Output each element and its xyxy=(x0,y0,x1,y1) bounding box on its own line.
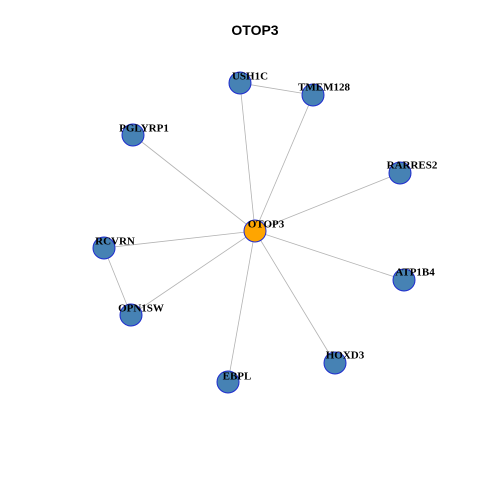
edge-otop3-rarres2 xyxy=(254,172,401,232)
edge-rcvrn-opn1sw xyxy=(103,247,132,316)
node-label-ush1c: USH1C xyxy=(232,71,268,83)
edge-otop3-pglyrp1 xyxy=(132,134,256,232)
node-label-rcvrn: RCVRN xyxy=(95,236,135,248)
node-label-hoxd3: HOXD3 xyxy=(326,350,365,362)
edge-otop3-rcvrn xyxy=(103,230,256,249)
node-label-rarres2: RARRES2 xyxy=(387,160,438,172)
edge-ush1c-tmem128 xyxy=(239,82,314,96)
node-label-tmem128: TMEM128 xyxy=(298,82,350,94)
node-label-otop3: OTOP3 xyxy=(248,219,285,231)
node-atp1b4[interactable] xyxy=(392,268,416,292)
node-hoxd3[interactable] xyxy=(323,351,347,375)
edge-otop3-ush1c xyxy=(239,82,256,232)
edge-otop3-ebpl xyxy=(227,230,256,383)
node-label-pglyrp1: PGLYRP1 xyxy=(119,123,169,135)
node-rcvrn[interactable] xyxy=(92,236,116,260)
edge-otop3-hoxd3 xyxy=(254,230,336,364)
node-ush1c[interactable] xyxy=(228,71,252,95)
diagram-title: OTOP3 xyxy=(231,22,278,38)
edge-otop3-opn1sw xyxy=(130,230,256,316)
node-label-atp1b4: ATP1B4 xyxy=(395,267,435,279)
nodes-layer xyxy=(92,71,416,394)
edge-otop3-tmem128 xyxy=(254,94,314,232)
node-label-ebpl: EBPL xyxy=(223,371,252,383)
node-ebpl[interactable] xyxy=(216,370,240,394)
node-rarres2[interactable] xyxy=(388,161,412,185)
edge-otop3-atp1b4 xyxy=(254,230,405,281)
node-label-opn1sw: OPN1SW xyxy=(118,303,164,315)
edges-layer xyxy=(103,82,405,383)
node-pglyrp1[interactable] xyxy=(121,123,145,147)
node-otop3[interactable] xyxy=(243,219,267,243)
node-opn1sw[interactable] xyxy=(119,303,143,327)
node-tmem128[interactable] xyxy=(301,83,325,107)
